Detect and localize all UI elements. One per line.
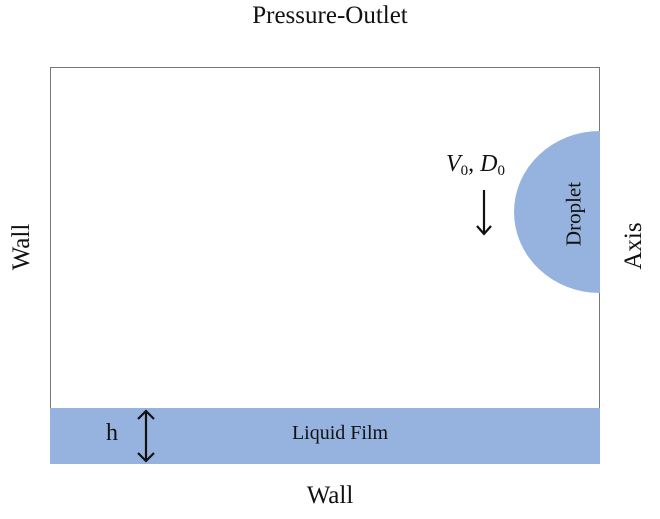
velocity-subscript: 0 — [460, 163, 469, 179]
bottom-boundary-label: Wall — [306, 482, 354, 509]
top-boundary-label: Pressure-Outlet — [252, 2, 408, 29]
diameter-subscript: 0 — [497, 163, 506, 179]
liquid-film-label: Liquid Film — [291, 422, 389, 444]
double-arrow-icon — [137, 409, 155, 463]
right-boundary-label: Axis — [620, 222, 647, 270]
velocity-symbol: V — [446, 151, 461, 177]
velocity-diameter-label: V0, D0 — [446, 151, 505, 180]
symbol-separator: , — [468, 151, 481, 177]
diameter-symbol: D — [480, 151, 498, 177]
droplet-label: Droplet — [561, 181, 586, 247]
droplet-shape — [514, 131, 600, 293]
film-thickness-label: h — [106, 420, 118, 446]
down-arrow-icon — [476, 190, 492, 236]
liquid-film-layer — [50, 408, 600, 464]
left-boundary-label: Wall — [8, 223, 35, 271]
